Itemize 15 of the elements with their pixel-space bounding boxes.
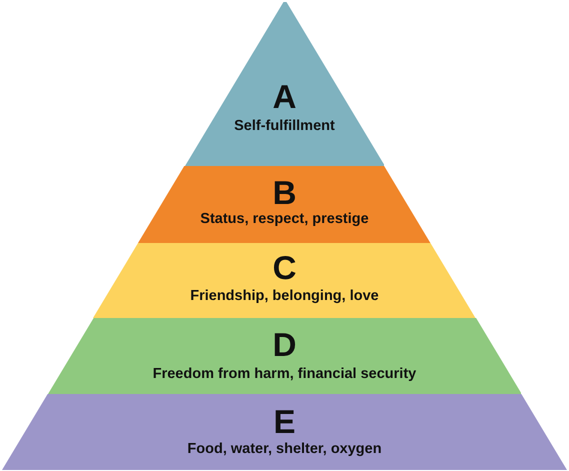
pyramid-level <box>184 2 384 166</box>
level-letter: B <box>272 176 296 209</box>
level-letter: E <box>274 405 296 438</box>
level-description: Freedom from harm, financial security <box>152 367 416 382</box>
level-description: Status, respect, prestige <box>200 212 369 226</box>
level-letter: A <box>272 80 296 113</box>
pyramid-level <box>48 318 522 394</box>
pyramid-level <box>2 394 567 470</box>
level-description: Friendship, belonging, love <box>190 289 379 304</box>
level-description: Self-fulfillment <box>234 119 335 134</box>
level-letter: D <box>272 328 296 361</box>
pyramid-level <box>138 166 431 243</box>
level-description: Food, water, shelter, oxygen <box>187 442 382 456</box>
pyramid-level <box>93 243 476 318</box>
level-letter: C <box>272 251 296 284</box>
